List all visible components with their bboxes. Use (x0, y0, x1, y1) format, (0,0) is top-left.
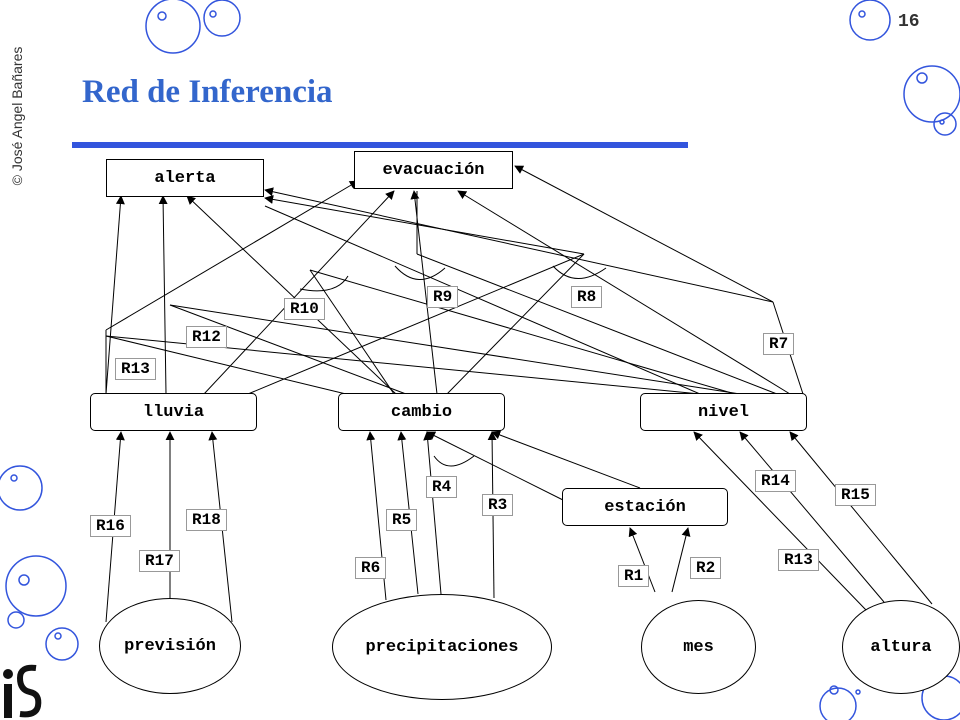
edge (264, 187, 774, 303)
rule-label: R5 (386, 509, 418, 531)
and-arc (299, 275, 349, 292)
rule-label: R13 (778, 549, 819, 571)
node-cambio: cambio (338, 393, 505, 431)
bubble (145, 0, 201, 54)
edge (416, 253, 778, 395)
edge (105, 180, 359, 331)
edge (514, 165, 774, 303)
bubble (7, 611, 25, 629)
node-alerta: alerta (106, 159, 264, 197)
and-arc (394, 265, 446, 280)
node-estacion: estación (562, 488, 728, 526)
rule-label: R3 (482, 494, 514, 516)
rule-label: R18 (186, 509, 227, 531)
rule-label: R6 (355, 557, 387, 579)
rule-label: R17 (139, 550, 180, 572)
rule-label: R10 (284, 298, 325, 320)
edge (426, 431, 564, 501)
edge (247, 253, 585, 395)
bubble (209, 10, 217, 18)
edge (186, 195, 397, 395)
page-title: Red de Inferencia (82, 74, 333, 110)
edge (693, 431, 867, 611)
edge (789, 431, 933, 605)
node-nivel: nivel (640, 393, 807, 431)
rule-label: R12 (186, 326, 227, 348)
bubble (858, 10, 866, 18)
edge (309, 269, 395, 395)
page-number: 16 (898, 12, 920, 32)
bubble (849, 0, 891, 41)
bubble (829, 685, 839, 695)
bubble (0, 465, 43, 511)
rule-label: R7 (763, 333, 795, 355)
edge (739, 431, 885, 603)
rule-label: R1 (618, 565, 650, 587)
edge (671, 527, 691, 593)
and-arc (433, 455, 475, 467)
node-precipitaciones: precipitaciones (332, 594, 552, 700)
rule-label: R14 (755, 470, 796, 492)
edge (203, 190, 395, 395)
bubble (18, 574, 30, 586)
bubble (939, 119, 945, 125)
bubble (933, 112, 957, 136)
rule-label: R15 (835, 484, 876, 506)
edge (491, 430, 641, 489)
edge (264, 194, 585, 255)
edge (423, 431, 442, 595)
rule-label: R9 (427, 286, 459, 308)
edge (446, 253, 585, 395)
rule-label: R16 (90, 515, 131, 537)
bubble (903, 65, 960, 123)
bubble (157, 11, 167, 21)
edge (169, 304, 741, 395)
bubble (10, 474, 18, 482)
edge (628, 527, 656, 593)
and-arc (552, 265, 607, 279)
node-prevision: previsión (99, 598, 241, 694)
rule-label: R4 (426, 476, 458, 498)
bubble (819, 687, 857, 720)
node-mes: mes (641, 600, 756, 694)
bubble (855, 689, 861, 695)
rule-label: R8 (571, 286, 603, 308)
edge (309, 269, 736, 395)
edge (105, 195, 125, 395)
edge (105, 335, 347, 395)
bubble (203, 0, 241, 37)
node-altura: altura (842, 600, 960, 694)
bubble (54, 632, 62, 640)
is-logo-icon (3, 664, 42, 718)
node-lluvia: lluvia (90, 393, 257, 431)
rule-label: R2 (690, 557, 722, 579)
edge (457, 190, 791, 395)
bubble (916, 72, 928, 84)
node-evacuacion: evacuación (354, 151, 513, 189)
edge (169, 304, 407, 395)
title-underline (72, 142, 688, 148)
rule-label: R13 (115, 358, 156, 380)
bubble (45, 627, 79, 661)
bubble (5, 555, 67, 617)
